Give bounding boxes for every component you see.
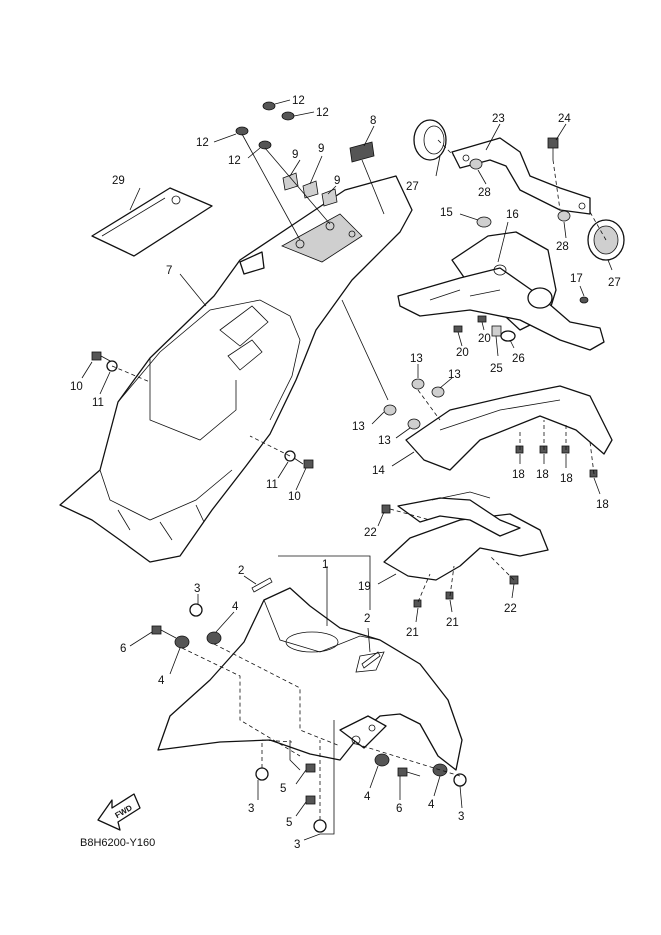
callout-13: 13 [378, 435, 391, 447]
callout-21: 21 [446, 617, 459, 629]
part-14-plate-bracket [405, 385, 613, 471]
callout-numbers: 1 2 2 3 3 3 3 4 4 4 4 5 5 6 6 7 8 9 9 9 … [70, 95, 621, 851]
callout-10: 10 [288, 491, 301, 503]
callout-29: 29 [112, 175, 125, 187]
part-25-collar [491, 325, 502, 337]
callout-4: 4 [232, 601, 239, 613]
callout-21: 21 [406, 627, 419, 639]
part-13-grommets [383, 378, 445, 430]
callout-11: 11 [92, 397, 104, 409]
part-7-rear-fender [59, 175, 413, 563]
part-1-front-fender [157, 587, 463, 771]
callout-13: 13 [352, 421, 365, 433]
part-17-nut [579, 296, 589, 304]
callout-20: 20 [478, 333, 491, 345]
callout-13: 13 [410, 353, 423, 365]
part-19-mud-guard [383, 491, 549, 581]
callout-8: 8 [370, 115, 376, 127]
callout-15: 15 [440, 207, 453, 219]
callout-5: 5 [286, 817, 292, 829]
part-24-bolt [547, 137, 559, 160]
part-10-screws [91, 351, 314, 469]
leader-lines [81, 99, 613, 841]
callout-11: 11 [266, 479, 278, 491]
callout-4: 4 [364, 791, 371, 803]
part-12-nuts [235, 101, 295, 150]
callout-9: 9 [292, 149, 298, 161]
callout-27: 27 [608, 277, 621, 289]
callout-27: 27 [406, 181, 419, 193]
callout-3: 3 [248, 803, 254, 815]
part-6-bolts [151, 625, 421, 777]
callout-22: 22 [504, 603, 517, 615]
callout-12: 12 [316, 107, 329, 119]
callout-18: 18 [536, 469, 549, 481]
callout-14: 14 [372, 465, 385, 477]
callout-22: 22 [364, 527, 377, 539]
callout-3: 3 [294, 839, 300, 851]
callout-28: 28 [478, 187, 491, 199]
callout-18: 18 [596, 499, 609, 511]
callout-26: 26 [512, 353, 525, 365]
part-23-bracket [451, 137, 591, 215]
part-26-washer [500, 330, 516, 342]
callout-2: 2 [238, 565, 244, 577]
callout-2: 2 [364, 613, 370, 625]
callout-13: 13 [448, 369, 461, 381]
callout-12: 12 [196, 137, 209, 149]
part-18-screws [515, 445, 598, 478]
callout-18: 18 [560, 473, 573, 485]
callout-12: 12 [292, 95, 305, 107]
callout-12: 12 [228, 155, 241, 167]
part-27-reflectors [413, 119, 625, 261]
part-3-collars [189, 603, 467, 833]
callout-17: 17 [570, 273, 583, 285]
callout-6: 6 [396, 803, 402, 815]
callout-25: 25 [490, 363, 503, 375]
callout-7: 7 [166, 265, 172, 277]
part-28-grommets [469, 158, 571, 222]
callout-18: 18 [512, 469, 525, 481]
callout-4: 4 [158, 675, 165, 687]
callout-3: 3 [194, 583, 200, 595]
callout-4: 4 [428, 799, 435, 811]
callout-23: 23 [492, 113, 505, 125]
part-20-clips [453, 315, 487, 333]
callout-20: 20 [456, 347, 469, 359]
part-5-bolts [305, 763, 316, 805]
callout-3: 3 [458, 811, 464, 823]
part-2-decals [251, 577, 381, 669]
diagram-code: B8H6200-Y160 [80, 837, 155, 849]
callout-9: 9 [318, 143, 324, 155]
part-15-cap [476, 216, 492, 228]
fwd-arrow-icon: FWD [97, 793, 141, 831]
part-16-tail-housing [397, 231, 605, 351]
part-21-screws [413, 591, 454, 608]
callout-10: 10 [70, 381, 83, 393]
callout-28: 28 [556, 241, 569, 253]
callout-1: 1 [322, 559, 328, 571]
callout-16: 16 [506, 209, 519, 221]
assembly-lines [111, 139, 607, 820]
callout-24: 24 [558, 113, 571, 125]
callout-6: 6 [120, 643, 126, 655]
callout-5: 5 [280, 783, 286, 795]
callout-9: 9 [334, 175, 340, 187]
part-29-label [91, 187, 213, 257]
part-8-pad [349, 141, 375, 163]
callout-19: 19 [358, 581, 371, 593]
